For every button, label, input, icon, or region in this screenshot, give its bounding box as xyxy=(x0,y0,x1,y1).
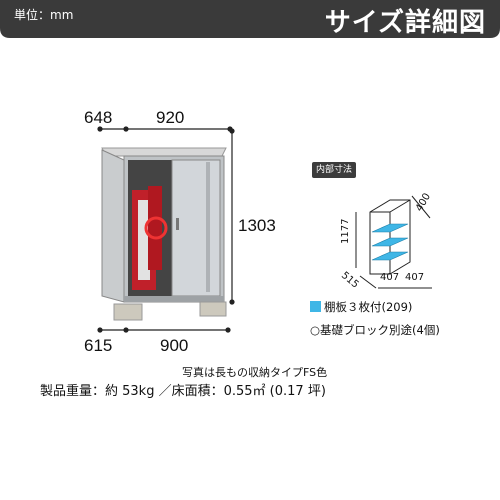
interior-width-left-label: 407 xyxy=(380,272,400,283)
depth-bottom-label: 615 xyxy=(84,336,113,355)
foundation-legend: ○基礎ブロック別途(4個) xyxy=(310,323,440,337)
height-label: 1303 xyxy=(238,216,276,235)
shelf-legend: 棚板３枚付(209) xyxy=(324,300,413,314)
shelf-swatch xyxy=(310,301,321,312)
page-title: サイズ詳細図 xyxy=(324,8,486,38)
interior-width-right-label: 407 xyxy=(405,272,425,283)
width-bottom-label: 900 xyxy=(160,336,189,355)
header-bar xyxy=(0,0,500,38)
spec-line: 製品重量：約 53kg ／床面積：0.55㎡ (0.17 坪) xyxy=(40,384,326,399)
interior-badge: 内部寸法 xyxy=(312,162,356,178)
photo-note: 写真は長もの収納タイプFS色 xyxy=(182,366,328,379)
interior-height-label: 1177 xyxy=(340,218,351,244)
width-top-label: 920 xyxy=(156,108,185,127)
unit-label: 単位：mm xyxy=(14,8,74,22)
depth-top-label: 648 xyxy=(84,108,113,127)
